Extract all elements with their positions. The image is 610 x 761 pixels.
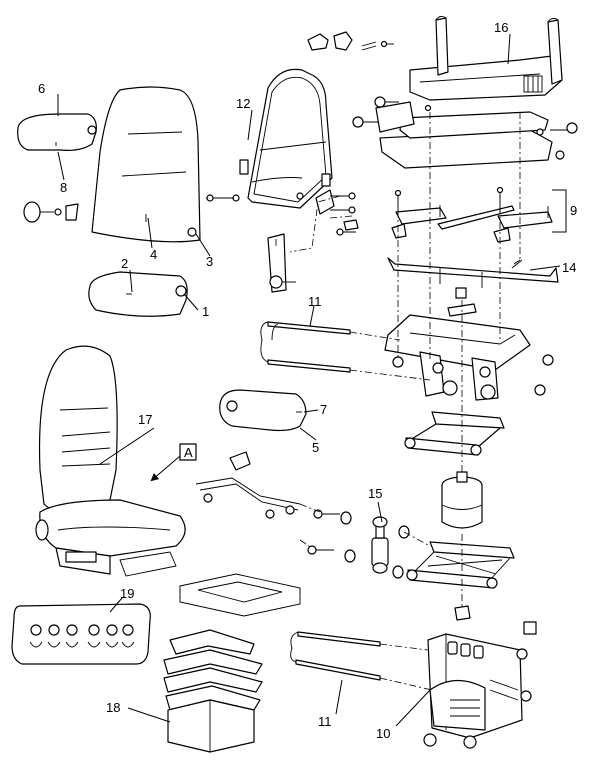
callout-5: 5 [312,440,319,455]
back-cushion [91,86,201,243]
callout-4: 4 [150,247,157,262]
recliner-hardware [267,189,359,293]
callout-15: 15 [368,486,382,501]
callout-17: 17 [138,412,152,427]
callout-6: 6 [38,81,45,96]
callout-11-lower: 11 [318,714,332,729]
armrest [219,389,307,432]
mounting-bracket [179,573,301,617]
callout-9: 9 [570,203,577,218]
callout-12: 12 [236,96,250,111]
bellows-boot [163,629,263,753]
seat-back-frame [206,68,333,209]
bracket-9 [552,189,567,233]
callout-19: 19 [120,586,134,601]
seat-cushion [88,271,188,317]
callout-1: 1 [202,304,209,319]
suspension-base [384,314,554,401]
cross-bar [387,257,559,288]
base-housing [423,633,532,749]
headrest [17,113,97,151]
tube-handle-lower [290,631,381,681]
callout-14: 14 [562,260,576,275]
callout-16: 16 [494,20,508,35]
callout-3: 3 [206,254,213,269]
clip [454,605,537,635]
adjust-knob [23,201,79,223]
upper-scissor-frame [404,411,505,456]
callout-2: 2 [121,256,128,271]
callout-18: 18 [106,700,120,715]
seat-slide-plate [352,96,578,169]
tube-handle-upper [260,321,351,373]
view-a-callout [150,443,197,482]
lower-scissor-frame [406,541,515,589]
seat-assembly [35,345,186,577]
shock-absorber [371,516,389,574]
callout-view-a: A [184,445,193,460]
callout-8: 8 [60,180,67,195]
small-fasteners-top [307,31,394,51]
alignment-lines [275,112,521,691]
callout-11-upper: 11 [308,294,322,309]
leader-lines [57,33,561,727]
air-spring [441,471,483,529]
seat-pan-frame [409,15,563,101]
slide-rails [391,186,553,243]
callout-10: 10 [376,726,390,741]
pivot-bolts [307,509,410,579]
lever-linkage [195,451,301,519]
control-panel [11,603,151,665]
callout-7: 7 [320,402,327,417]
